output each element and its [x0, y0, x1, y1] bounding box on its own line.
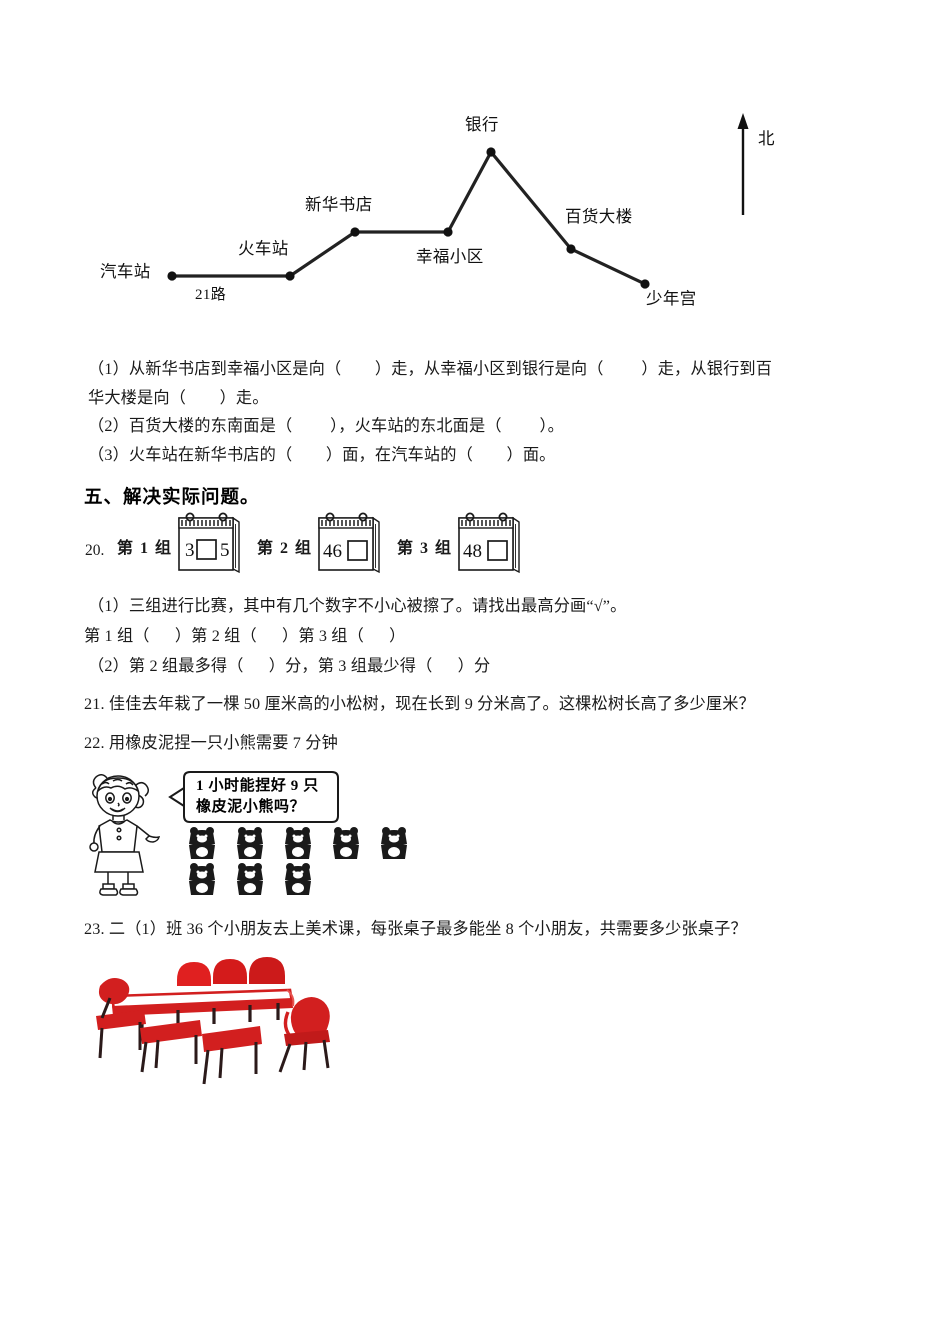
q20-number: 20.: [85, 542, 105, 559]
bear-row-top: [189, 827, 407, 859]
map-node-dot: [640, 279, 650, 289]
bear-icon: [285, 863, 311, 895]
chair-front-2: [202, 1026, 262, 1085]
svg-text:3: 3: [185, 540, 195, 561]
bear-icon: [189, 863, 215, 895]
q20-sub-question-2: （2）第 2 组最多得（ ）分，第 3 组最少得（ ）分: [88, 657, 491, 675]
q20-card-1: 3 5: [173, 512, 245, 576]
speech-bubble-line-1: 1 小时能捏好 9 只: [196, 778, 319, 794]
map-label-huochezhan: 火车站: [238, 239, 289, 258]
chair-front-1: [140, 1020, 202, 1073]
map-node-dot: [486, 147, 496, 157]
map-label-xingfuxiaoqu: 幸福小区: [416, 247, 484, 266]
route-map-figure: 汽车站 火车站 新华书店 幸福小区 银行 百货大楼 少年宫 21路 北: [80, 95, 870, 335]
map-label-baihuodalou: 百货大楼: [565, 207, 633, 226]
chair-back-far: [213, 959, 247, 984]
chair-right-end: [278, 997, 330, 1073]
bear-icon: [189, 827, 215, 859]
map-node-dot: [443, 227, 453, 237]
map-node-dot: [167, 271, 177, 281]
table-chairs-svg: [82, 950, 372, 1110]
q20-sub-question-1-answers: 第 1 组（ ）第 2 组（ ）第 3 组（ ）: [84, 627, 406, 645]
map-question-2: （2）百货大楼的东南面是（ ），火车站的东北面是（ ）。: [88, 417, 565, 435]
north-arrow-icon: [737, 113, 749, 215]
speech-bubble-line-2: 橡皮泥小熊吗？: [196, 799, 306, 815]
map-question-1: （1）从新华书店到幸福小区是向（ ）走，从幸福小区到银行是向（ ）走，从银行到百…: [88, 360, 773, 407]
q20-group-label-2: 第 2 组: [257, 540, 313, 557]
table-edge-highlight: [286, 989, 295, 1007]
q20-card-2: 46: [313, 512, 385, 576]
q23-table-chairs-photo: [82, 950, 372, 1110]
map-node-dot: [566, 244, 576, 254]
map-label-route-21: 21路: [195, 287, 227, 303]
svg-text:46: 46: [323, 541, 342, 562]
bear-icon: [381, 827, 407, 859]
map-label-shaoniangong: 少年宫: [646, 289, 697, 308]
map-label-xinhuashudian: 新华书店: [305, 195, 373, 214]
bear-icon: [333, 827, 359, 859]
table-edge: [112, 998, 293, 1016]
map-label-north: 北: [758, 129, 775, 148]
chair-back-far: [177, 962, 211, 986]
speech-bubble: [168, 771, 339, 823]
question-21: 21. 佳佳去年栽了一棵 50 厘米高的小松树，现在长到 9 分米高了。这棵松树…: [84, 695, 755, 713]
q20-score-cards-row: 20. 第 1 组: [85, 508, 785, 580]
q22-illustration: 1 小时能捏好 9 只 橡皮泥小熊吗？: [86, 766, 446, 901]
route-map-svg: [167, 113, 749, 289]
map-node-dot: [350, 227, 360, 237]
map-label-yinhang: 银行: [465, 115, 499, 134]
chair-left-end: [96, 978, 146, 1059]
q22-illustration-svg: [89, 771, 407, 896]
bear-icon: [237, 863, 263, 895]
chair-back-far: [249, 957, 285, 984]
q20-sub-question-1: （1）三组进行比赛，其中有几个数字不小心被擦了。请找出最高分画“√”。: [88, 597, 627, 615]
svg-text:48: 48: [463, 541, 482, 562]
bear-icon: [285, 827, 311, 859]
question-23: 23. 二（1）班 36 个小朋友去上美术课，每张桌子最多能坐 8 个小朋友，共…: [84, 920, 747, 938]
bear-icon: [237, 827, 263, 859]
map-label-qichezhan: 汽车站: [100, 262, 151, 281]
map-node-dot: [285, 271, 295, 281]
svg-text:5: 5: [220, 540, 230, 561]
question-22: 22. 用橡皮泥捏一只小熊需要 7 分钟: [84, 734, 338, 752]
q20-card-3: 48: [453, 512, 525, 576]
q20-group-label-1: 第 1 组: [117, 540, 173, 557]
bear-row-bottom: [189, 863, 311, 895]
q20-group-label-3: 第 3 组: [397, 540, 453, 557]
section-heading-five: 五、解决实际问题。: [84, 488, 260, 508]
girl-figure-icon: [89, 774, 161, 896]
map-question-3: （3）火车站在新华书店的（ ）面，在汽车站的（ ）面。: [88, 446, 556, 464]
